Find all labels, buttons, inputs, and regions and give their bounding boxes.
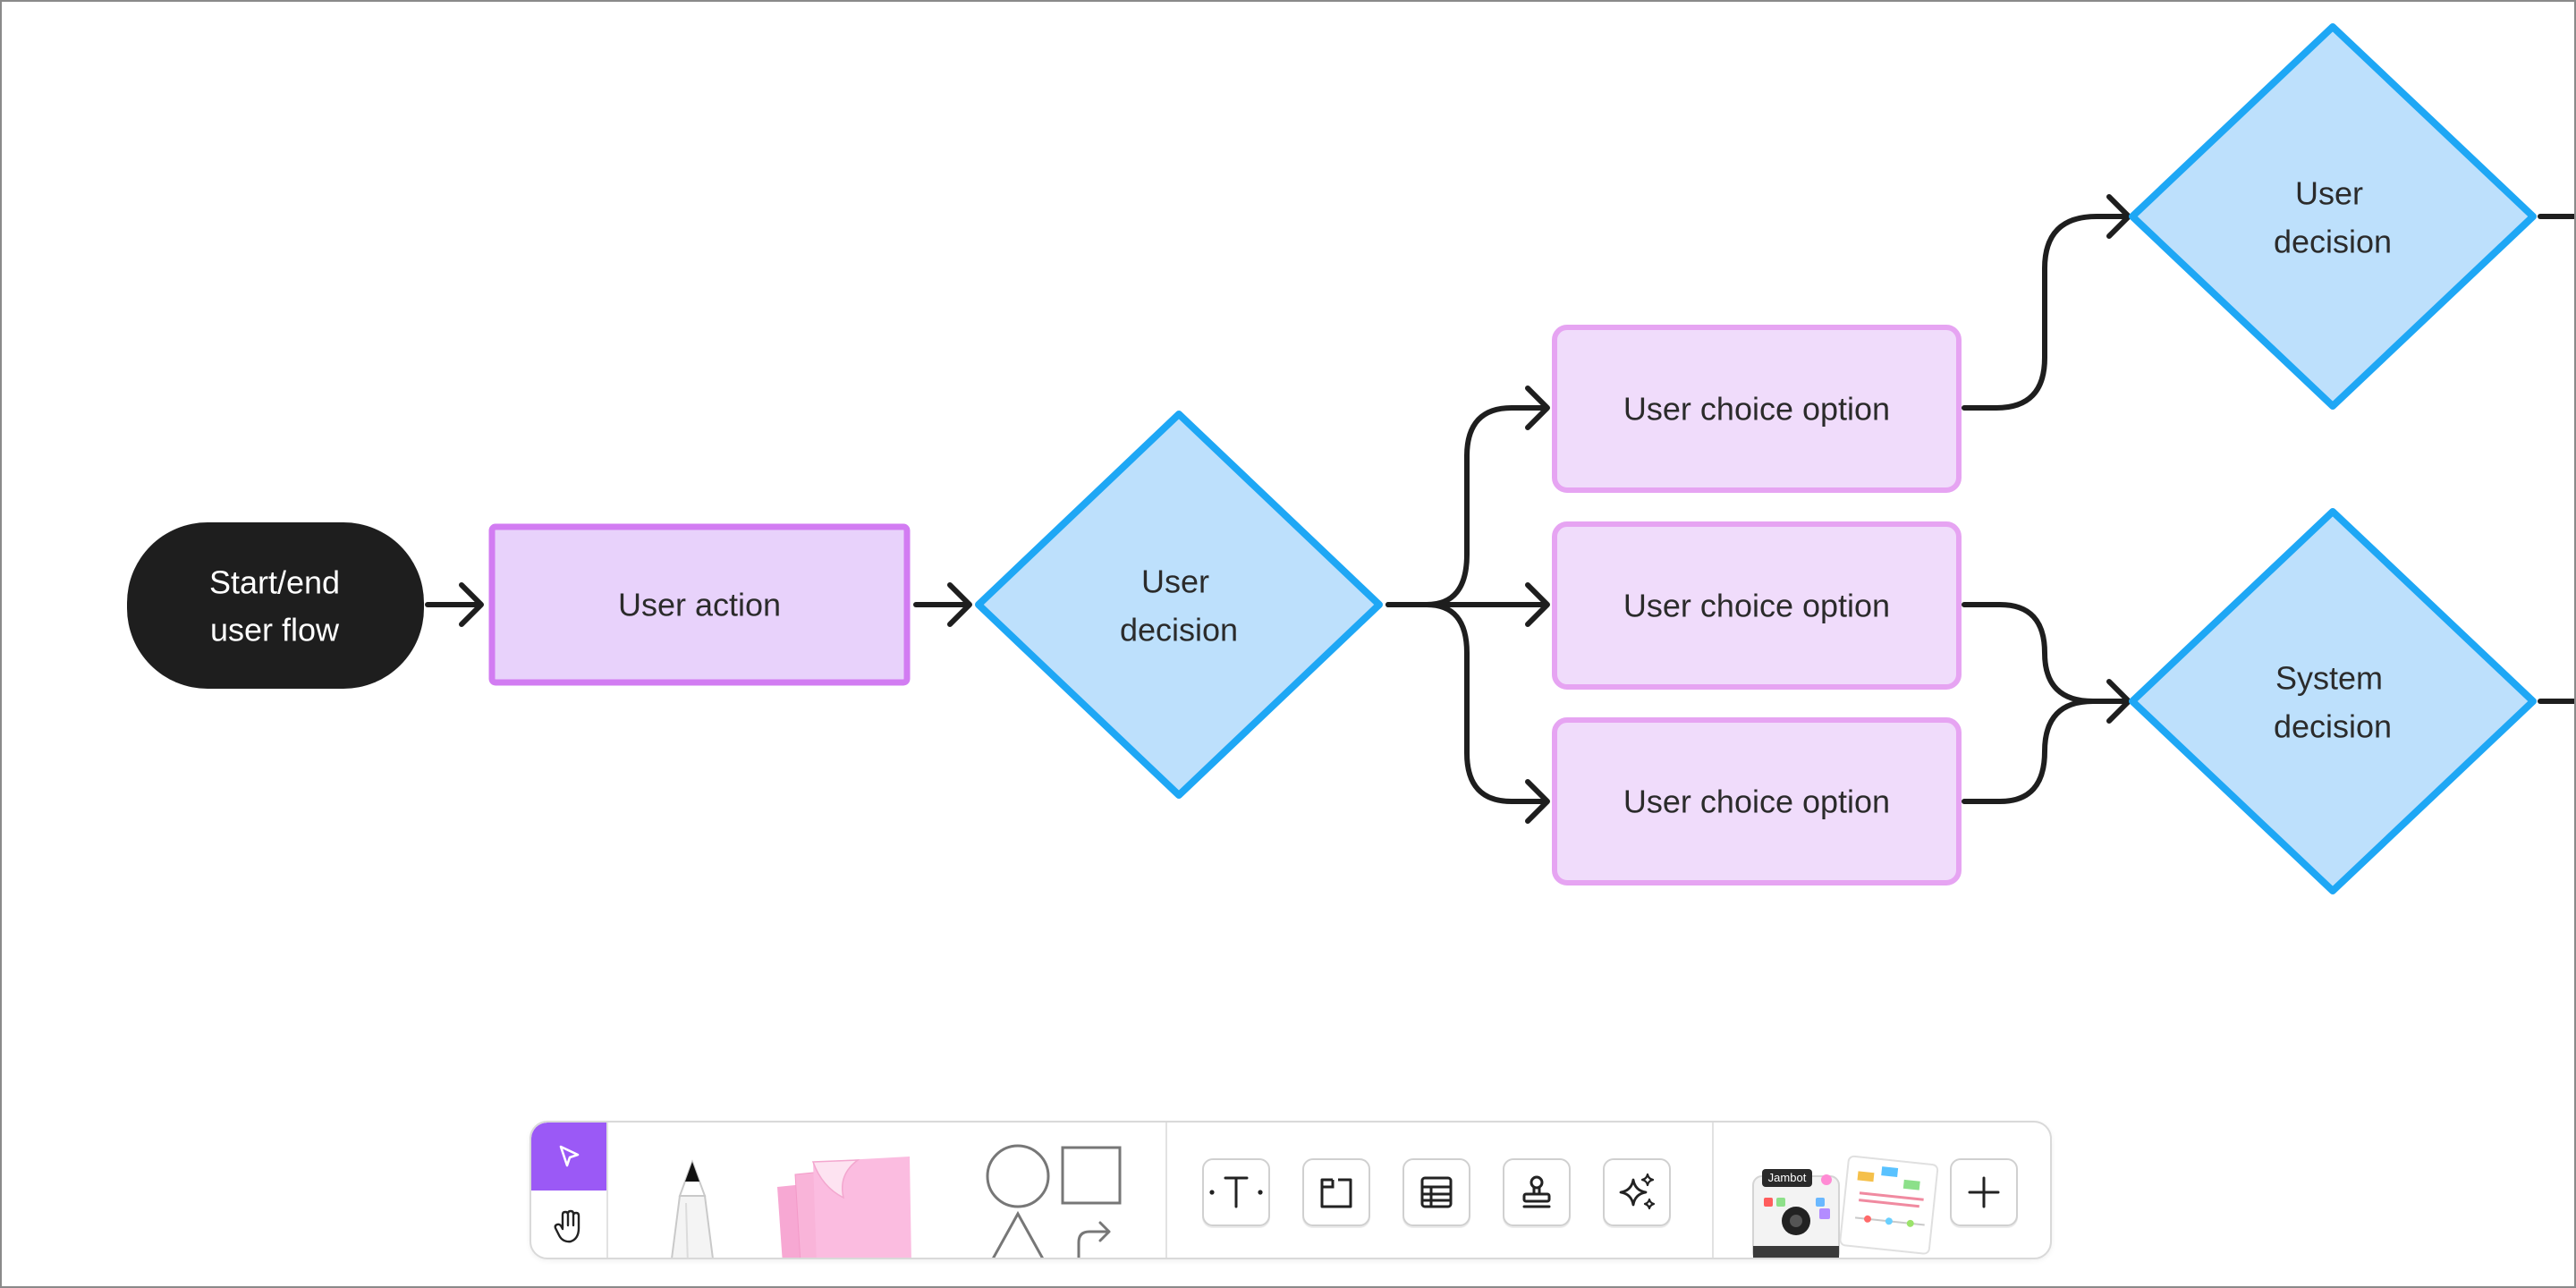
shapes-tool-button[interactable] — [979, 1142, 1131, 1258]
shapes-icon — [986, 1144, 1122, 1258]
text-tool-button[interactable] — [1202, 1158, 1270, 1226]
connector-decision-to-choice-3[interactable] — [1424, 602, 1548, 804]
user-decision-top-line-1: User — [2295, 175, 2363, 212]
connectors — [425, 194, 2576, 824]
table-tool-button[interactable] — [1402, 1158, 1470, 1226]
stamp-tool-button[interactable] — [1503, 1158, 1571, 1226]
system-decision-node[interactable]: System decision — [2129, 508, 2537, 894]
user-choice-option-3-label: User choice option — [1623, 784, 1890, 820]
more-tools-button[interactable] — [1950, 1158, 2018, 1226]
ai-sparkle-tool-button[interactable] — [1603, 1158, 1671, 1226]
connector-decision-to-choice-1-arrowhead — [1525, 386, 1550, 430]
user-action-label: User action — [618, 587, 781, 623]
connector-choice-2-to-system-decision[interactable] — [1962, 602, 2130, 704]
bottom-toolbar: Jambot — [530, 1121, 2052, 1259]
marker-icon — [671, 1159, 714, 1258]
user-decision-node-main[interactable]: User decision — [975, 411, 1383, 799]
toolbar-divider — [1712, 1123, 1714, 1258]
table-icon — [1420, 1176, 1453, 1208]
text-icon — [1209, 1176, 1263, 1208]
toolbar-divider — [606, 1123, 608, 1258]
start-end-node[interactable]: Start/end user flow — [127, 522, 424, 689]
system-decision-line-1: System — [2275, 660, 2383, 697]
stamp-icon — [1522, 1175, 1551, 1208]
connector-action-to-decision-arrowhead — [947, 582, 972, 627]
user-decision-main-line-2: decision — [1120, 612, 1238, 648]
user-choice-option-1-label: User choice option — [1623, 391, 1890, 428]
connector-start-to-action-arrowhead — [459, 582, 484, 627]
user-decision-main-line-1: User — [1141, 564, 1209, 600]
system-decision-line-2: decision — [2274, 708, 2392, 745]
templates-thumbnail[interactable]: Jambot — [1744, 1149, 1941, 1258]
cursor-arrow-icon — [559, 1145, 580, 1167]
user-choice-option-3[interactable]: User choice option — [1552, 717, 1962, 886]
sticky-note-icon — [777, 1157, 911, 1258]
connector-decision-to-choice-3-arrowhead — [1525, 779, 1550, 824]
connector-choice-1-to-top-decision[interactable] — [1962, 214, 2130, 411]
start-end-label-line-1: Start/end — [209, 564, 340, 601]
hand-tool-button[interactable] — [531, 1191, 606, 1258]
marker-tool-button[interactable] — [639, 1140, 746, 1258]
select-tool-button[interactable] — [531, 1123, 606, 1191]
user-decision-top-line-2: decision — [2274, 224, 2392, 260]
section-tool-button[interactable] — [1302, 1158, 1370, 1226]
user-choice-option-1[interactable]: User choice option — [1552, 325, 1962, 493]
user-choice-option-2-label: User choice option — [1623, 588, 1890, 624]
user-action-node[interactable]: User action — [488, 523, 911, 686]
toolbar-divider — [1165, 1123, 1167, 1258]
sparkle-icon — [1619, 1173, 1656, 1210]
jambot-sticker-label: Jambot — [1768, 1171, 1807, 1184]
connector-choice-3-to-system-decision[interactable] — [1962, 699, 2096, 804]
sticky-note-tool-button[interactable] — [759, 1148, 956, 1258]
connector-decision-to-choice-1[interactable] — [1385, 405, 1548, 607]
hand-icon — [554, 1209, 580, 1242]
templates-thumbnail-art: Jambot — [1752, 1155, 1939, 1258]
user-decision-node-top[interactable]: User decision — [2129, 23, 2537, 410]
plus-icon — [1968, 1176, 2000, 1208]
connector-decision-to-choice-2-arrowhead — [1525, 582, 1550, 627]
start-end-label-line-2: user flow — [210, 612, 340, 648]
section-icon — [1320, 1178, 1352, 1208]
user-choice-option-2[interactable]: User choice option — [1552, 521, 1962, 690]
